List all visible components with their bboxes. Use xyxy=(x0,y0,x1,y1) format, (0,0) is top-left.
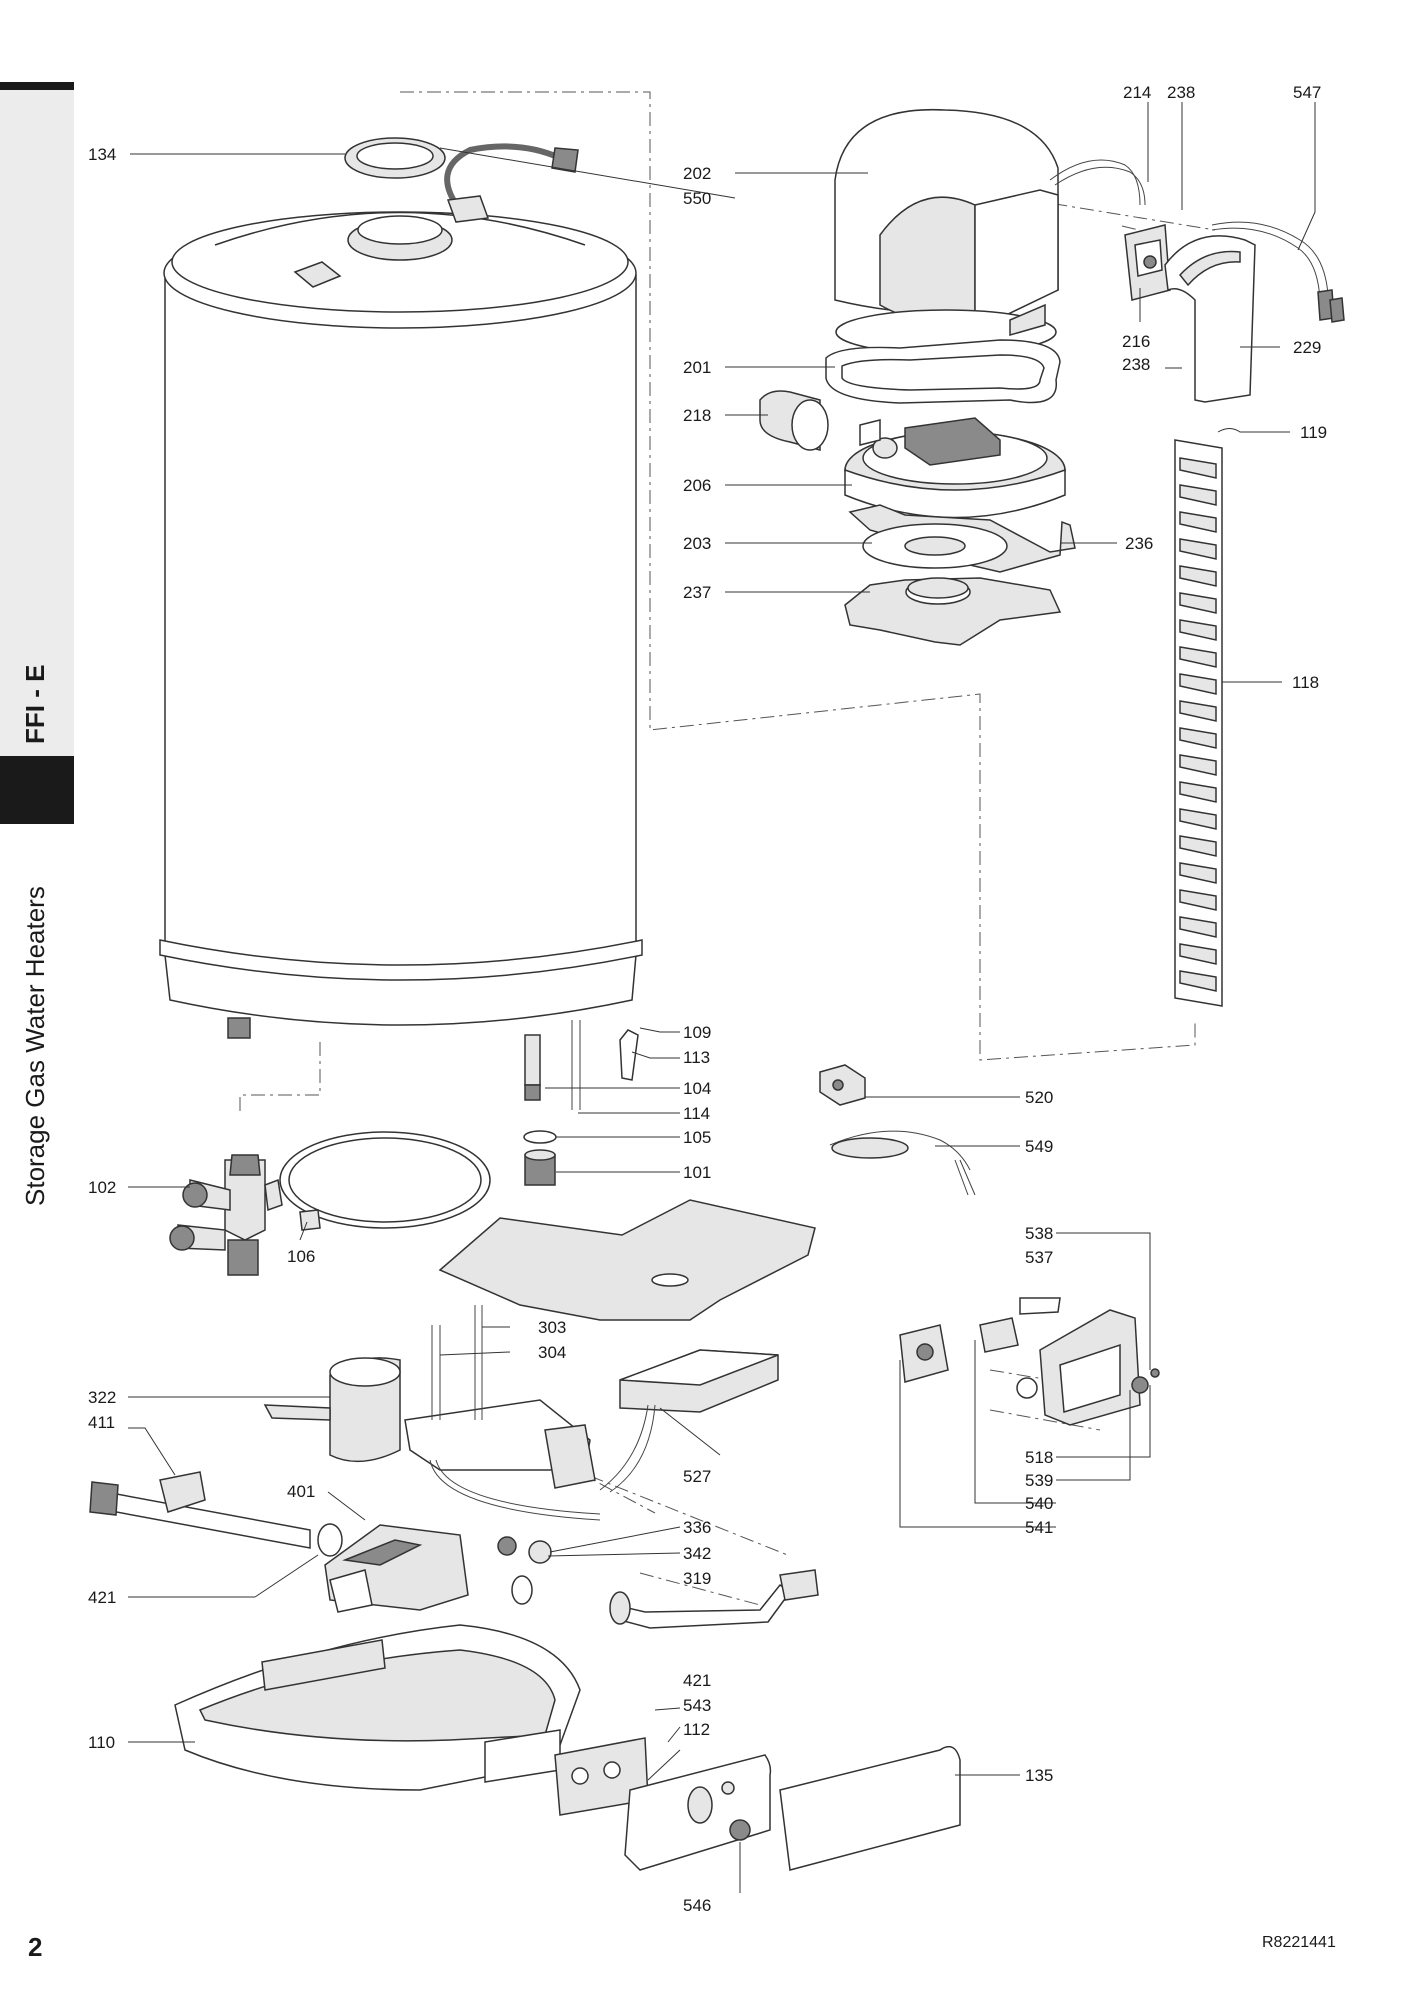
callout-label: 104 xyxy=(683,1079,711,1098)
elbow-connector xyxy=(759,390,829,451)
callout-label: 546 xyxy=(683,1896,711,1915)
callout-labels: 134 202 550 214 238 547 216 238 229 201 … xyxy=(88,83,1327,1915)
clip-bracket xyxy=(819,1064,866,1106)
anode-and-tubes xyxy=(523,1020,639,1186)
control-knob-panel xyxy=(624,1754,772,1871)
pressure-switch xyxy=(1124,224,1171,301)
callout-label: 114 xyxy=(683,1104,710,1123)
callout-label: 547 xyxy=(1293,83,1321,102)
burner-assembly xyxy=(263,1305,601,1521)
callout-label: 539 xyxy=(1025,1471,1053,1490)
control-electronics xyxy=(899,1297,1160,1426)
page-number: 2 xyxy=(28,1932,43,1962)
callout-label: 119 xyxy=(1300,423,1327,442)
callout-label: 102 xyxy=(88,1178,116,1197)
callout-label: 216 xyxy=(1122,332,1150,351)
ignition-module xyxy=(599,1349,779,1493)
flue-baffle xyxy=(1174,439,1223,1007)
callout-label: 118 xyxy=(1292,673,1319,692)
leader-lines xyxy=(128,102,1316,1893)
callout-label: 135 xyxy=(1025,1766,1053,1785)
burner-tray xyxy=(174,1624,581,1791)
wire-harness xyxy=(444,143,579,223)
callout-label: 421 xyxy=(88,1588,116,1607)
access-door xyxy=(779,1745,961,1871)
callout-label: 541 xyxy=(1025,1518,1053,1537)
callout-label: 550 xyxy=(683,189,711,208)
drain-valve-assembly xyxy=(169,1154,283,1276)
pilot-tube xyxy=(609,1569,819,1629)
callout-label: 411 xyxy=(88,1413,115,1432)
callout-label: 319 xyxy=(683,1569,711,1588)
callout-label: 322 xyxy=(88,1388,116,1407)
connection-cables xyxy=(1049,159,1345,323)
storage-tank xyxy=(159,211,643,1039)
hood-gasket xyxy=(825,339,1061,404)
callout-label: 304 xyxy=(538,1343,566,1362)
callout-label: 540 xyxy=(1025,1494,1053,1513)
callout-label: 214 xyxy=(1123,83,1151,102)
callout-label: 206 xyxy=(683,476,711,495)
callout-label: 203 xyxy=(683,534,711,553)
callout-label: 101 xyxy=(683,1163,711,1182)
sidebar-tab xyxy=(0,90,74,756)
callout-label: 336 xyxy=(683,1518,711,1537)
gas-supply-tube xyxy=(89,1471,311,1549)
callout-label: 202 xyxy=(683,164,711,183)
sidebar-tab-marker xyxy=(0,756,74,824)
callout-label: 549 xyxy=(1025,1137,1053,1156)
sidebar-top-rule xyxy=(0,82,74,90)
flue-gasket-ring xyxy=(344,137,446,179)
callout-label: 238 xyxy=(1122,355,1150,374)
baffle-plate xyxy=(844,577,1062,646)
switch-cover xyxy=(1164,235,1256,403)
callout-label: 543 xyxy=(683,1696,711,1715)
callout-label: 537 xyxy=(1025,1248,1053,1267)
callout-label: 113 xyxy=(683,1048,710,1067)
drawing-reference: R8221441 xyxy=(1262,1934,1336,1951)
callout-label: 112 xyxy=(683,1720,710,1739)
callout-label: 401 xyxy=(287,1482,315,1501)
callout-label: 527 xyxy=(683,1467,711,1486)
exhaust-fan xyxy=(844,417,1066,519)
callout-label: 520 xyxy=(1025,1088,1053,1107)
callout-label: 218 xyxy=(683,406,711,425)
callout-label: 237 xyxy=(683,583,711,602)
callout-label: 303 xyxy=(538,1318,566,1337)
callout-label: 105 xyxy=(683,1128,711,1147)
inspection-plate xyxy=(554,1737,649,1816)
callout-label: 342 xyxy=(683,1544,711,1563)
callout-label: 421 xyxy=(683,1671,711,1690)
callout-label: 109 xyxy=(683,1023,711,1042)
gas-control-valve xyxy=(317,1523,469,1613)
sensor-cable-coil xyxy=(829,1130,976,1196)
callout-label: 238 xyxy=(1167,83,1195,102)
callout-label: 201 xyxy=(683,358,711,377)
base-ring xyxy=(279,1131,491,1231)
flue-hood xyxy=(834,108,1059,355)
callout-label: 538 xyxy=(1025,1224,1053,1243)
fan-gasket-plate xyxy=(862,523,1008,569)
callout-label: 229 xyxy=(1293,338,1321,357)
callout-label: 110 xyxy=(88,1733,115,1752)
heat-shield xyxy=(438,1199,816,1321)
callout-label: 518 xyxy=(1025,1448,1053,1467)
callout-label: 236 xyxy=(1125,534,1153,553)
small-fittings xyxy=(497,1536,552,1605)
callout-label: 106 xyxy=(287,1247,315,1266)
callout-label: 134 xyxy=(88,145,116,164)
